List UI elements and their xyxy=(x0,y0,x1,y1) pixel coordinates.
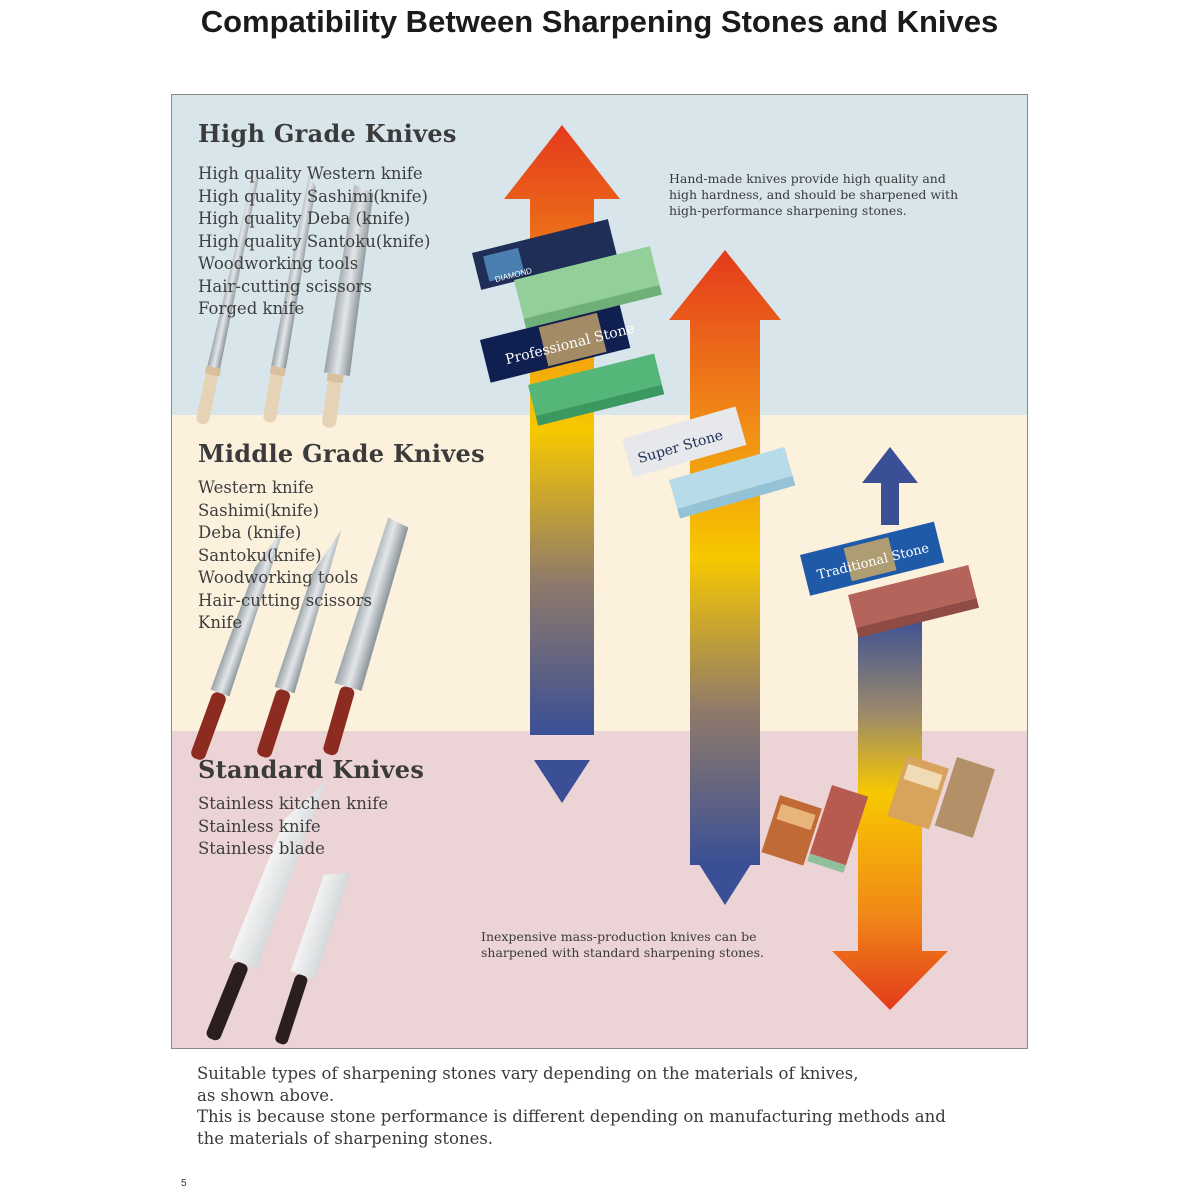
standard-stones-image xyxy=(761,755,996,873)
list-item: Hair-cutting scissors xyxy=(198,276,373,296)
list-item: Stainless knife xyxy=(198,816,321,836)
footer-line: the materials of sharpening stones. xyxy=(197,1128,494,1148)
traditional-stone-image: Traditional Stone xyxy=(800,521,979,638)
footer-line: This is because stone performance is dif… xyxy=(197,1107,946,1126)
list-item: Hair-cutting scissors xyxy=(198,590,373,610)
standard-list: Stainless kitchen knife Stainless knife … xyxy=(198,793,388,861)
note-line: high-performance sharpening stones. xyxy=(669,203,907,218)
middle-grade-knives-image xyxy=(191,517,409,760)
footer-line: as shown above. xyxy=(197,1085,335,1105)
list-item: Woodworking tools xyxy=(198,254,359,273)
compatibility-diagram: DIAMOND Professional Stone Super xyxy=(171,94,1028,1049)
page-title: Compatibility Between Sharpening Stones … xyxy=(200,4,999,39)
list-item: Knife xyxy=(198,613,243,632)
list-item: Woodworking tools xyxy=(198,568,359,587)
note-line: Inexpensive mass-production knives can b… xyxy=(481,929,757,944)
list-item: Sashimi(knife) xyxy=(198,500,320,520)
note-line: high hardness, and should be sharpened w… xyxy=(669,187,959,202)
high-grade-list: High quality Western knife High quality … xyxy=(198,163,430,321)
list-item: High quality Western knife xyxy=(198,164,423,183)
super-stone-image: Super Stone xyxy=(622,406,796,519)
middle-grade-list: Western knife Sashimi(knife) Deba (knife… xyxy=(198,477,372,635)
list-item: High quality Sashimi(knife) xyxy=(198,186,428,206)
list-item: Forged knife xyxy=(198,299,305,318)
standard-heading: Standard Knives xyxy=(198,755,425,784)
list-item: Santoku(knife) xyxy=(198,545,322,565)
diamond-stone-image: DIAMOND xyxy=(471,219,662,329)
list-item: Deba (knife) xyxy=(198,523,302,542)
diagram-graphics: DIAMOND Professional Stone Super xyxy=(191,125,996,1045)
page-number: 5 xyxy=(181,1178,187,1189)
note-line: sharpened with standard sharpening stone… xyxy=(481,945,764,960)
list-item: Western knife xyxy=(198,478,314,497)
note-line: Hand-made knives provide high quality an… xyxy=(669,171,946,186)
list-item: Stainless kitchen knife xyxy=(198,794,389,813)
high-grade-note: Hand-made knives provide high quality an… xyxy=(669,171,958,219)
standard-note: Inexpensive mass-production knives can b… xyxy=(481,929,764,961)
high-grade-knives-image xyxy=(196,169,374,428)
footer-text: Suitable types of sharpening stones vary… xyxy=(197,1063,1097,1149)
high-grade-heading: High Grade Knives xyxy=(198,119,457,148)
middle-grade-heading: Middle Grade Knives xyxy=(198,439,485,468)
list-item: High quality Santoku(knife) xyxy=(198,231,431,251)
list-item: High quality Deba (knife) xyxy=(198,209,411,228)
footer-line: Suitable types of sharpening stones vary… xyxy=(197,1064,859,1083)
middle-grade-range-arrow xyxy=(669,250,781,905)
standard-knives-image xyxy=(206,781,350,1045)
list-item: Stainless blade xyxy=(198,839,325,858)
